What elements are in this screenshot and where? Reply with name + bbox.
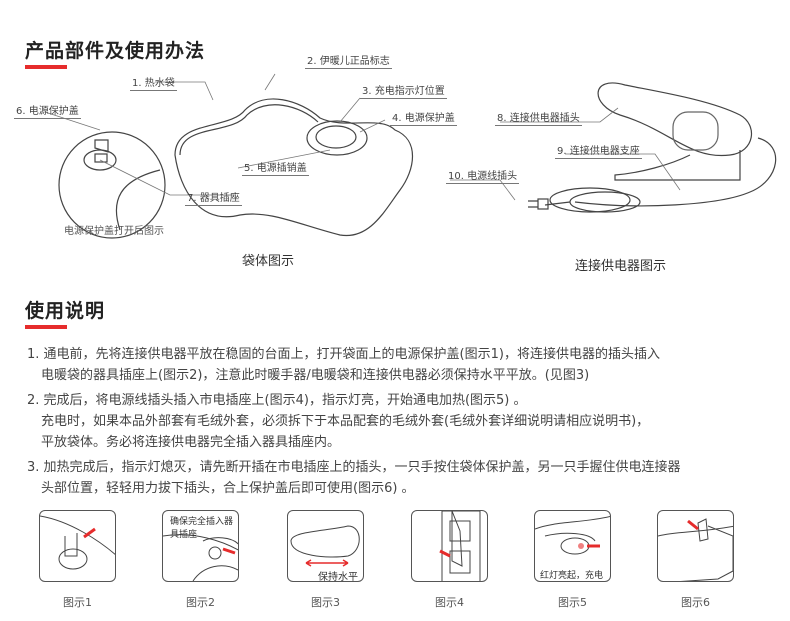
figure-4 <box>411 510 488 582</box>
section-title-parts: 产品部件及使用办法 <box>25 40 206 62</box>
figure-caption-3: 图示3 <box>311 596 340 609</box>
inset-circle <box>58 131 166 239</box>
label-hot-water-bag: 1. 热水袋 <box>130 74 177 91</box>
figure-2: 确保完全插入器具插座 <box>162 510 239 582</box>
figure-3: 保持水平 <box>287 510 364 582</box>
figure-caption-6: 图示6 <box>681 596 710 609</box>
instruction-step-2: 2. 完成后，将电源线插头插入市电插座上(图示4)，指示灯亮，开始通电加热(图示… <box>27 390 649 453</box>
label-brand-logo: 2. 伊暖儿正品标志 <box>305 52 392 69</box>
step-line: 头部位置，轻轻用力拔下插头，合上保护盖后即可使用(图示6) 。 <box>41 481 415 496</box>
step-line: 3. 加热完成后，指示灯熄灭，请先断开插在市电插座上的插头，一只手按住袋体保护盖… <box>27 460 681 475</box>
step-line: 平放袋体。务必将连接供电器完全插入器具插座内。 <box>41 435 341 450</box>
step-line: 2. 完成后，将电源线插头插入市电插座上(图示4)，指示灯亮，开始通电加热(图示… <box>27 393 527 408</box>
instruction-step-1: 1. 通电前，先将连接供电器平放在稳固的台面上，打开袋面上的电源保护盖(图示1)… <box>27 344 660 386</box>
bag-diagram-caption: 袋体图示 <box>242 254 295 269</box>
title-accent-bar <box>25 325 67 329</box>
charger-diagram-caption: 连接供电器图示 <box>575 259 667 274</box>
hot-water-bag-diagram <box>44 73 414 239</box>
figure-5: 红灯亮起，充电开始 <box>534 510 611 582</box>
step-line: 充电时，如果本品外部套有毛绒外套，必须拆下于本品配套的毛绒外套(毛绒外套详细说明… <box>41 414 650 429</box>
instruction-step-3: 3. 加热完成后，指示灯熄灭，请先断开插在市电插座上的插头，一只手按住袋体保护盖… <box>27 457 681 499</box>
label-power-plug: 10. 电源线插头 <box>446 167 520 184</box>
figure-1 <box>39 510 116 582</box>
charger-diagram <box>450 82 777 213</box>
step-line: 1. 通电前，先将连接供电器平放在稳固的台面上，打开袋面上的电源保护盖(图示1)… <box>27 347 660 362</box>
label-inset-power-cover: 6. 电源保护盖 <box>14 102 81 119</box>
inset-caption: 电源保护盖打开后图示 <box>64 226 164 237</box>
figure-caption-4: 图示4 <box>435 596 464 609</box>
label-power-pin-cover: 5. 电源插销盖 <box>242 159 309 176</box>
section-title-instructions: 使用说明 <box>25 300 106 322</box>
figure-note: 红灯亮起，充电开始 <box>540 571 604 581</box>
title-accent-bar <box>25 65 67 69</box>
figure-caption-1: 图示1 <box>63 596 92 609</box>
label-charger-plug: 8. 连接供电器插头 <box>495 109 582 126</box>
figure-caption-5: 图示5 <box>558 596 587 609</box>
label-indicator-light: 3. 充电指示灯位置 <box>360 82 447 99</box>
step-line: 电暖袋的器具插座上(图示2)，注意此时暖手器/电暖袋和连接供电器必须保持水平平放… <box>41 368 590 383</box>
label-charger-stand: 9. 连接供电器支座 <box>555 142 642 159</box>
figure-6 <box>657 510 734 582</box>
figure-note: 确保完全插入器具插座 <box>170 517 234 540</box>
label-appliance-socket: 7. 器具插座 <box>185 189 242 206</box>
figure-caption-2: 图示2 <box>186 596 215 609</box>
figure-note: 保持水平 <box>318 572 358 582</box>
label-power-cover: 4. 电源保护盖 <box>390 109 457 126</box>
